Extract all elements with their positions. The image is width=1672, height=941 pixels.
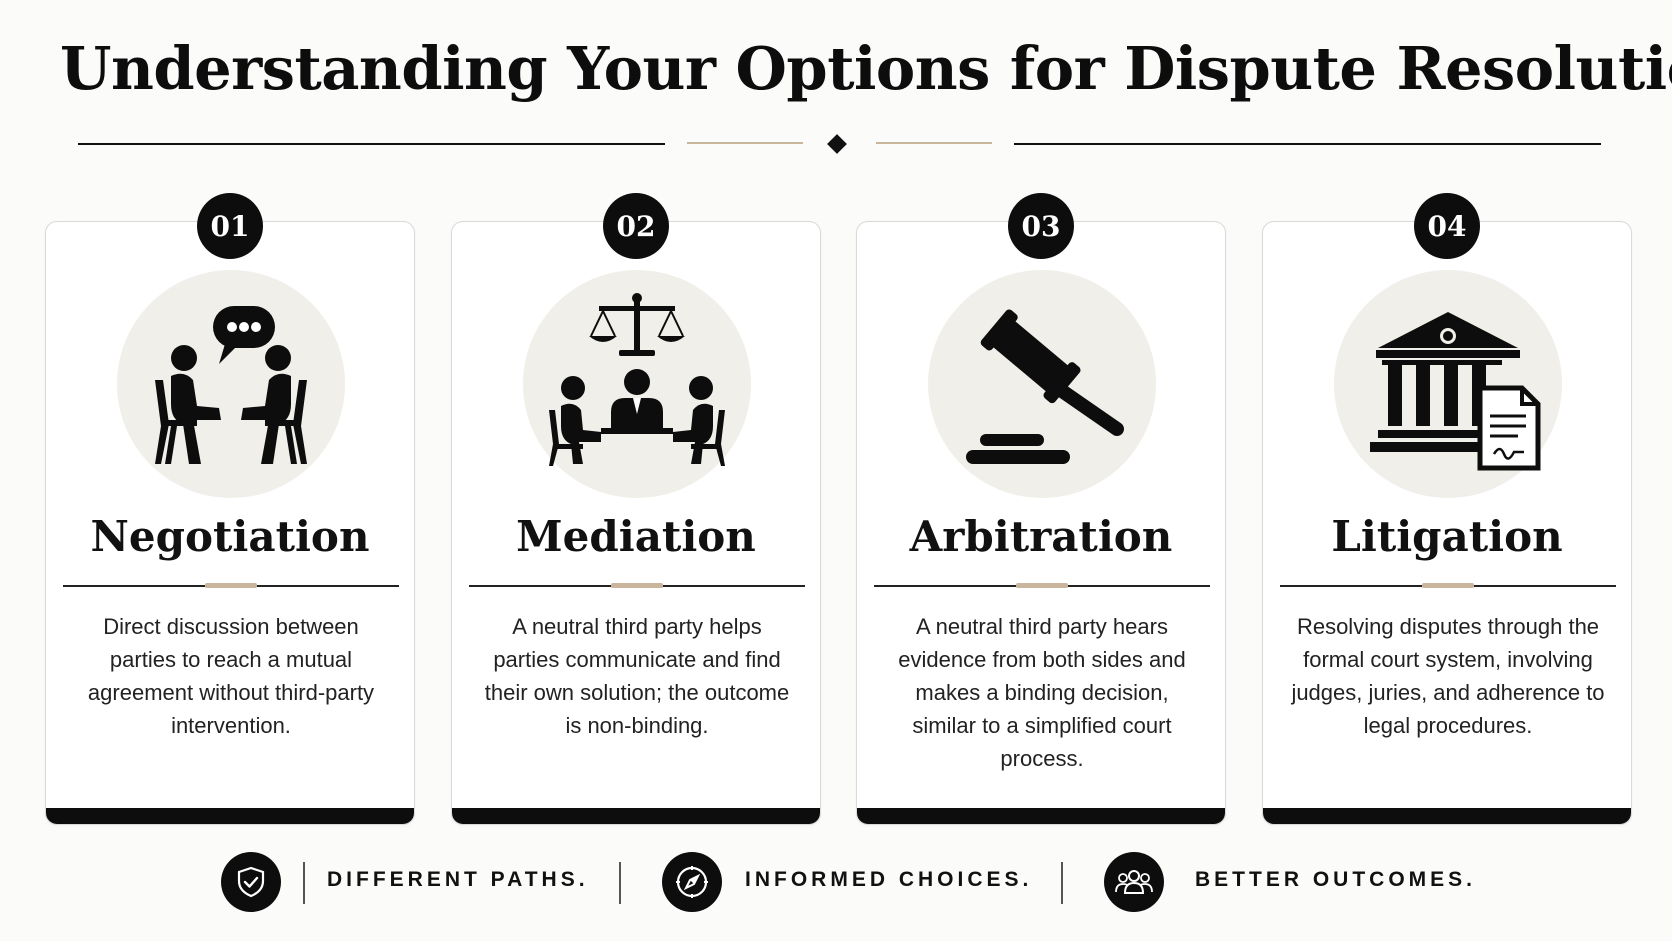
group-icon xyxy=(1104,852,1164,912)
compass-icon xyxy=(662,852,722,912)
page-title: Understanding Your Options for Dispute R… xyxy=(60,34,1672,103)
footer-text-2: INFORMED CHOICES. xyxy=(745,868,1033,891)
footer-text-1: DIFFERENT PATHS. xyxy=(327,868,589,891)
card-title: Negotiation xyxy=(90,512,370,561)
card-negotiation: Negotiation Direct discussion between pa… xyxy=(45,221,415,825)
card-litigation: Litigation Resolving disputes through th… xyxy=(1262,221,1632,825)
step-badge-02: 02 xyxy=(603,193,669,259)
footer-tagline: DIFFERENT PATHS. INFORMED CHOICES. BETTE… xyxy=(0,852,1672,918)
card-arbitration: Arbitration A neutral third party hears … xyxy=(856,221,1226,825)
shield-check-icon xyxy=(221,852,281,912)
card-mediation: Mediation A neutral third party helps pa… xyxy=(451,221,821,825)
card-rule xyxy=(469,583,805,588)
footer-text-3: BETTER OUTCOMES. xyxy=(1195,868,1477,891)
courthouse-document-icon xyxy=(1334,270,1562,498)
card-description: Direct discussion between parties to rea… xyxy=(87,614,375,738)
card-title: Mediation xyxy=(516,512,756,561)
people-talking-icon xyxy=(117,270,345,498)
card-rule xyxy=(1280,583,1616,588)
title-divider xyxy=(0,134,1672,154)
card-rule xyxy=(63,583,399,588)
card-description: A neutral third party helps parties comm… xyxy=(484,614,790,738)
step-badge-03: 03 xyxy=(1008,193,1074,259)
card-description: Resolving disputes through the formal co… xyxy=(1291,614,1605,738)
card-title: Arbitration xyxy=(909,512,1173,561)
diamond-ornament xyxy=(827,134,847,154)
scales-mediator-icon xyxy=(523,270,751,498)
step-badge-01: 01 xyxy=(197,193,263,259)
card-description: A neutral third party hears evidence fro… xyxy=(898,614,1186,771)
step-badge-04: 04 xyxy=(1414,193,1480,259)
gavel-icon xyxy=(928,270,1156,498)
card-title: Litigation xyxy=(1331,512,1563,561)
card-rule xyxy=(874,583,1210,588)
